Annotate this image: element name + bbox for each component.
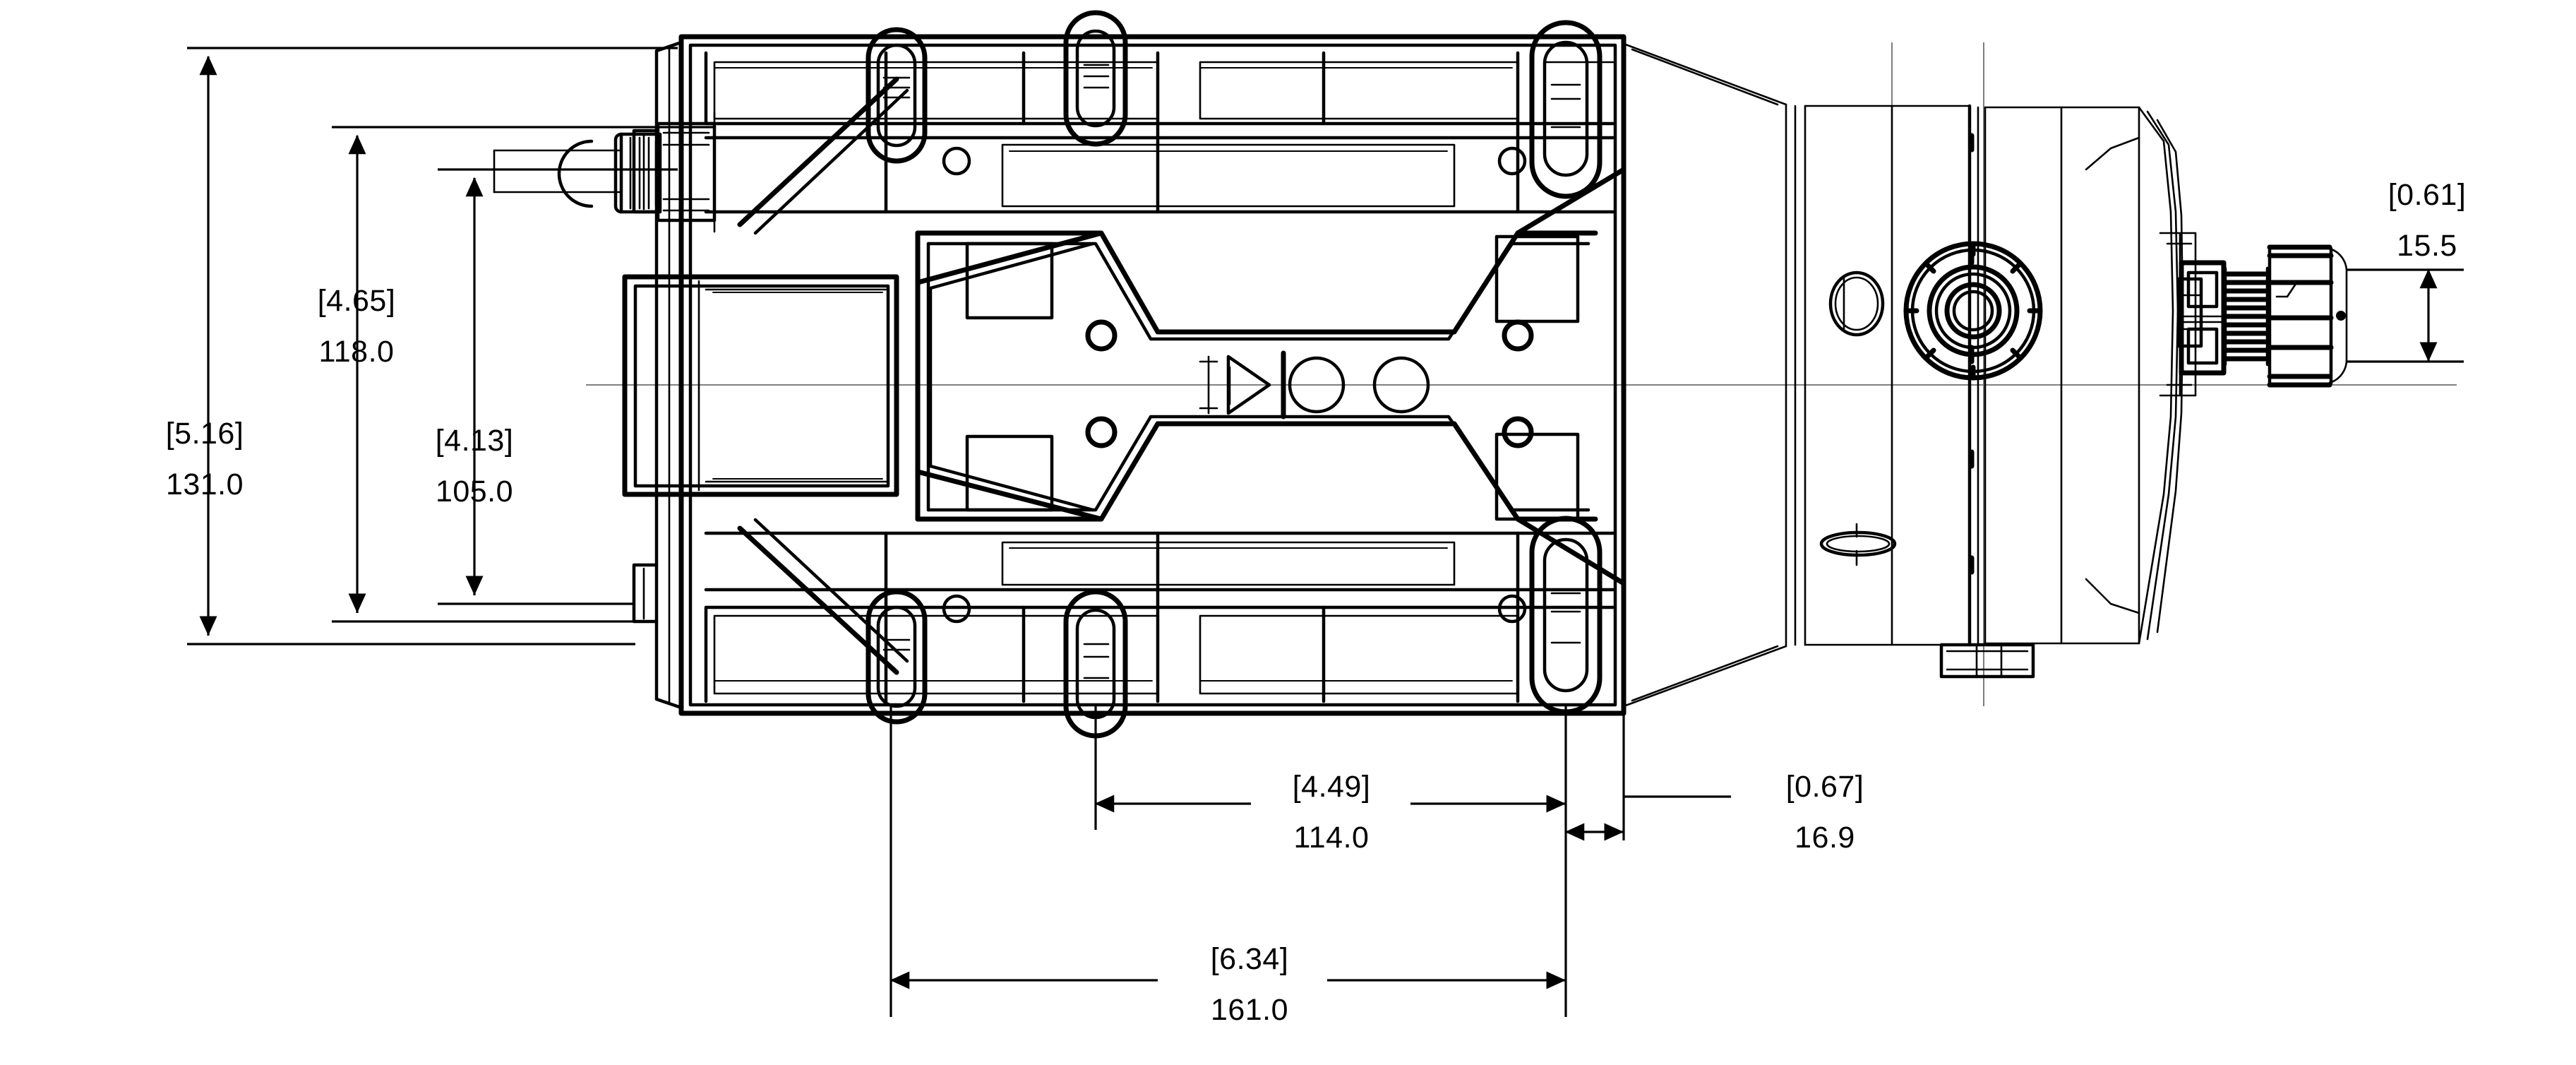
overall-height-inch-label: [5.16] (166, 417, 244, 451)
mounting-slot-f (1529, 516, 1602, 715)
cable-gland-right (2179, 244, 2348, 388)
terminal-box (622, 274, 899, 497)
upper-mount-height-mm-label: 118.0 (319, 335, 395, 369)
overall-height-dimension: [5.16] 131.0 (166, 47, 678, 645)
overall-length-mm-label: 161.0 (1211, 993, 1288, 1027)
gland-threads (2222, 266, 2270, 367)
end-offset-inch-label: [0.67] (1786, 770, 1864, 804)
mounting-hole-spacing-inch-label: [4.49] (1293, 770, 1371, 804)
end-offset-mm-label: 16.9 (1795, 821, 1855, 855)
mounting-slot-c (1529, 20, 1602, 199)
mounting-slots (865, 10, 1602, 739)
mounting-slot-b (1063, 10, 1128, 147)
gearbox-housing (622, 34, 1627, 716)
end-offset-dimension: [0.67] 16.9 (1564, 713, 1864, 855)
overall-length-dimension: [6.34] 161.0 (889, 706, 1567, 1027)
overall-height-mm-label: 131.0 (166, 468, 244, 501)
connector-height-inch-label: [0.61] (2388, 178, 2467, 212)
connector-height-mm-label: 15.5 (2397, 229, 2457, 263)
cable-left (493, 149, 623, 194)
upper-mount-height-inch-label: [4.65] (318, 284, 396, 318)
shaft-to-base-height-inch-label: [4.13] (436, 424, 514, 458)
connector-height-dimension: [0.61] 15.5 (2347, 178, 2467, 363)
upper-mount-height-dimension: [4.65] 118.0 (318, 126, 713, 623)
motor-body (1622, 42, 2140, 708)
breather-hole (1828, 270, 1885, 337)
overall-length-inch-label: [6.34] (1211, 942, 1289, 976)
mounting-slot-d (865, 589, 928, 725)
shaft-to-base-height-mm-label: 105.0 (436, 475, 513, 508)
drain-plug (1819, 523, 1897, 566)
mounting-slot-e (1063, 589, 1128, 739)
mounting-hole-spacing-dimension: [4.49] 114.0 (1094, 706, 1567, 858)
mounting-slot-a (865, 27, 928, 164)
mounting-hole-spacing-mm-label: 114.0 (1294, 821, 1370, 855)
shaft-to-base-height-dimension: [4.13] 105.0 (436, 168, 678, 605)
cable-gland-left (493, 112, 717, 233)
bearing-boss (1903, 241, 2043, 381)
